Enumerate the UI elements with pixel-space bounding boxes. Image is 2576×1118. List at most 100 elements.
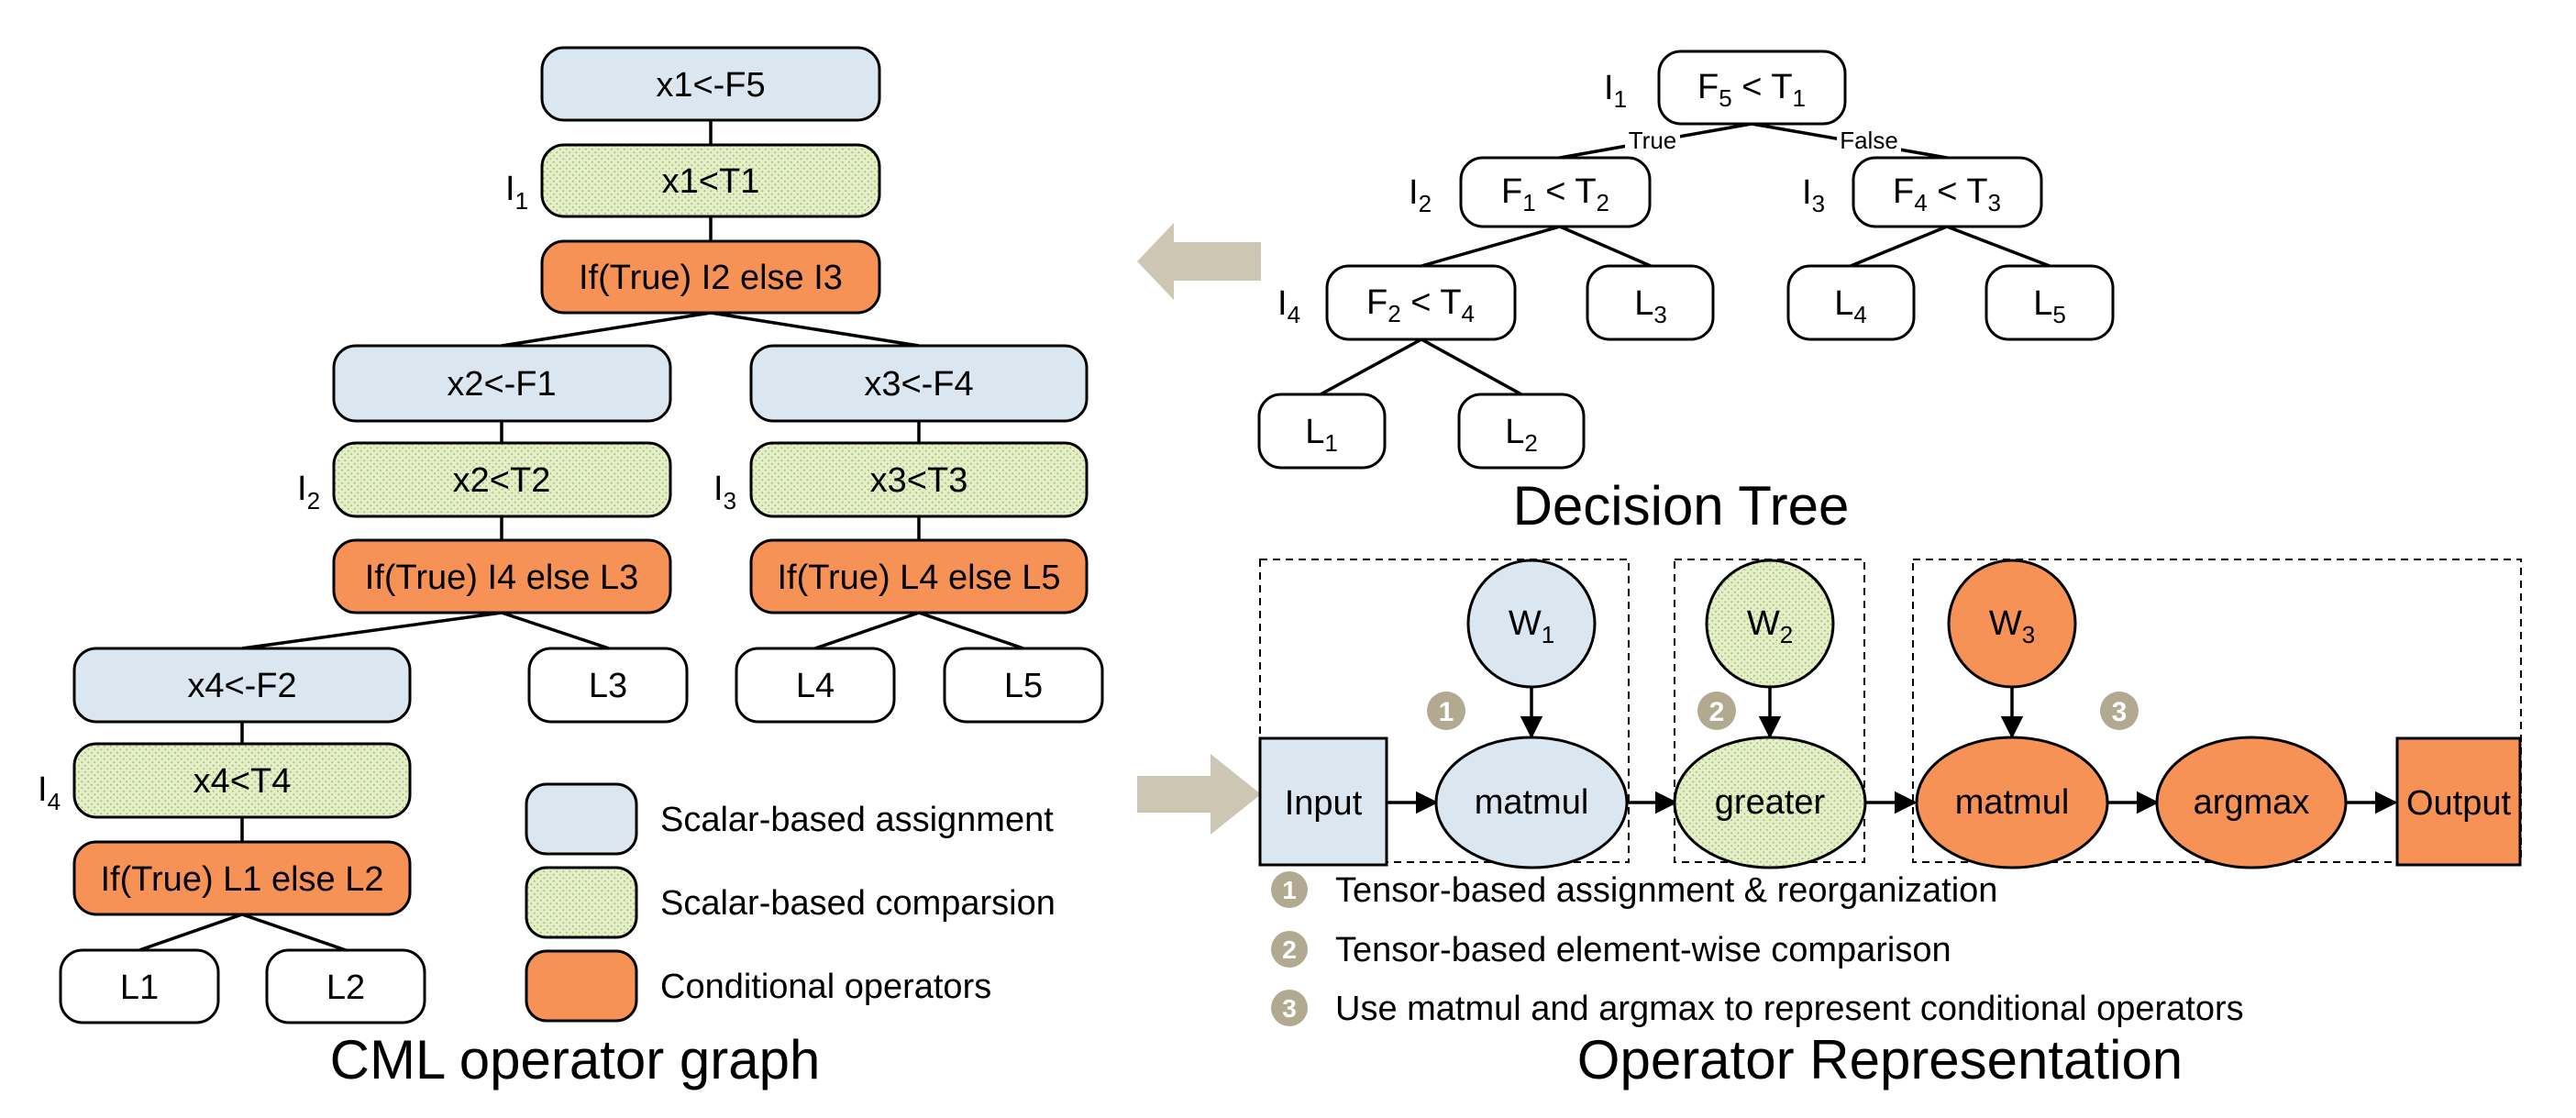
dt-root-label: F5 < T1 [1697, 68, 1806, 112]
step-badge-3-label: 3 [2112, 697, 2128, 727]
dt-right-marker: I3 [1802, 173, 1825, 217]
cml-leaf-l4 [735, 647, 896, 724]
edge-false-label: False [1840, 127, 1898, 154]
step-list-badge-2 [1271, 931, 1308, 968]
x1-compare-label: x1<T1 [662, 162, 760, 201]
step-list-num-2: 2 [1282, 935, 1297, 964]
x2-compare-label: x2<T2 [453, 461, 551, 500]
input-label: Input [1285, 784, 1363, 823]
w1-label: W1 [1509, 604, 1554, 648]
w3-node [1947, 559, 2077, 689]
cml-leaf-l3-label: L3 [589, 667, 627, 705]
dt-root-node [1657, 50, 1847, 126]
legend-label-comparison: Scalar-based comparsion [660, 884, 1056, 923]
legend-label-conditional: Conditional operators [660, 968, 991, 1006]
w2-label: W2 [1747, 604, 1793, 648]
dt-leaf-l1-label: L1 [1305, 413, 1338, 457]
x3-assign-node [749, 344, 1089, 423]
x1-assign-node [540, 46, 881, 122]
i4-marker: I4 [38, 770, 61, 815]
dt-leaf-l4-label: L4 [1834, 284, 1867, 328]
legend-swatch-comparison [525, 866, 638, 939]
cml-edges [138, 120, 1024, 952]
w1-node [1466, 559, 1597, 689]
x2-assign-label: x2<-F1 [447, 365, 556, 404]
dt-deep-label: F2 < T4 [1366, 283, 1475, 327]
x2-compare-node [332, 441, 672, 518]
dt-right-node [1852, 156, 2043, 228]
dt-leaf-l3 [1586, 264, 1715, 341]
if-root-label: If(True) I2 else I3 [579, 259, 843, 297]
x4-assign-node [72, 647, 412, 724]
i3-marker: I3 [713, 470, 736, 515]
dt-deep-marker: I4 [1277, 284, 1300, 328]
matmul-2-label: matmul [1955, 783, 2070, 822]
argmax-label: argmax [2194, 783, 2310, 822]
dt-root-marker: I1 [1604, 69, 1627, 113]
operator-representation: Input Output W1 W2 W3 matmul greater mat… [1258, 559, 2522, 1090]
operator-caption: Operator Representation [1577, 1029, 2183, 1090]
if-i2-label: If(True) I4 else L3 [365, 559, 639, 597]
x1-assign-label: x1<-F5 [656, 66, 765, 105]
group-3-box [1912, 559, 2522, 863]
x4-compare-node [72, 742, 412, 819]
greater-label: greater [1715, 783, 1826, 822]
x4-assign-label: x4<-F2 [187, 667, 296, 705]
dt-caption: Decision Tree [1513, 475, 1850, 537]
legend-swatch-conditional [525, 949, 638, 1023]
i2-marker: I2 [297, 470, 320, 515]
step-list-text-1: Tensor-based assignment & reorganization [1335, 871, 1997, 910]
step-list-text-3: Use matmul and argmax to represent condi… [1335, 990, 2244, 1028]
input-node [1258, 736, 1388, 867]
output-label: Output [2406, 784, 2512, 823]
matmul-2-node [1915, 736, 2109, 869]
step-list: 1 Tensor-based assignment & reorganizati… [1271, 871, 2244, 1028]
x3-compare-node [749, 441, 1089, 518]
edge-true-label: True [1629, 127, 1677, 154]
matmul-1-label: matmul [1475, 783, 1589, 822]
dt-left-node [1459, 156, 1652, 228]
decision-tree: True False F5 < T1 I1 F1 < T2 I2 F4 < T3… [1257, 50, 2115, 537]
w2-node [1705, 559, 1835, 689]
x4-compare-label: x4<T4 [193, 762, 292, 801]
x1-compare-node [540, 143, 881, 218]
cml-leaf-l5 [943, 647, 1104, 724]
graph-to-operator-arrow [1137, 754, 1261, 835]
step-badge-2 [1697, 692, 1736, 730]
step-list-num-3: 3 [1282, 994, 1297, 1023]
output-node [2395, 736, 2522, 867]
cml-leaf-l1-label: L1 [120, 969, 159, 1007]
decision-tree-edges [1320, 122, 2051, 396]
argmax-node [2155, 736, 2348, 869]
x2-assign-node [332, 344, 672, 423]
dt-left-label: F1 < T2 [1501, 172, 1609, 216]
step-list-text-2: Tensor-based element-wise comparison [1335, 931, 1951, 969]
cml-leaf-l1 [59, 948, 220, 1024]
if-i2-node [332, 538, 672, 614]
step-list-badge-1 [1271, 871, 1308, 908]
dt-leaf-l5 [1985, 264, 2115, 341]
if-i3-label: If(True) L4 else L5 [777, 559, 1060, 597]
dt-leaf-l2-label: L2 [1505, 413, 1538, 457]
w3-label: W3 [1989, 604, 2035, 648]
dt-right-label: F4 < T3 [1893, 172, 2001, 216]
legend-swatch-assignment [525, 782, 638, 856]
dt-deep-node [1325, 264, 1517, 341]
cml-caption: CML operator graph [330, 1029, 821, 1090]
step-list-badge-3 [1271, 990, 1308, 1026]
step-list-num-1: 1 [1282, 876, 1297, 904]
edge-false-bg [1837, 127, 1901, 154]
tree-to-graph-arrow [1137, 223, 1261, 300]
legend: Scalar-based assignment Scalar-based com… [525, 782, 1056, 1023]
cml-leaf-l4-label: L4 [796, 667, 835, 705]
cml-leaf-l2-label: L2 [326, 969, 365, 1007]
cml-leaf-l3 [527, 647, 689, 724]
group-1-box [1259, 559, 1630, 863]
step-badge-1-label: 1 [1439, 697, 1454, 727]
dt-leaf-l2 [1457, 393, 1586, 470]
if-i4-node [72, 840, 412, 916]
cml-leaf-l5-label: L5 [1004, 667, 1043, 705]
dt-leaf-l5-label: L5 [2033, 284, 2066, 328]
dt-leaf-l4 [1786, 264, 1916, 341]
